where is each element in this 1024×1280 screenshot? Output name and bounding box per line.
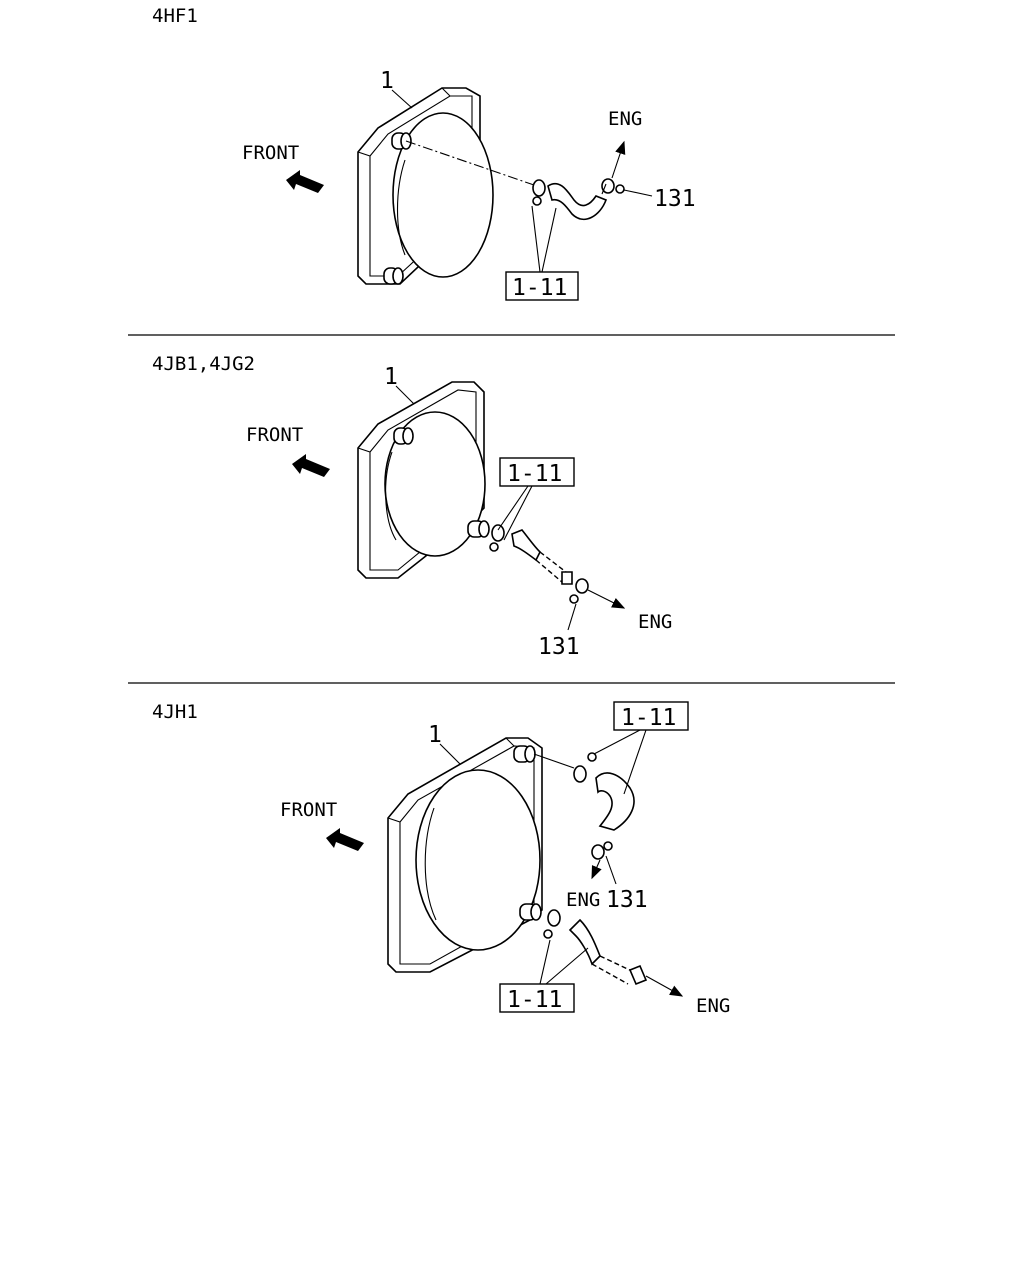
- front-label: FRONT: [280, 799, 337, 821]
- front-arrow-icon: [326, 828, 364, 851]
- eng-label: ENG: [696, 995, 730, 1017]
- part-number-label: 1-11: [507, 987, 562, 1013]
- eng-label: ENG: [638, 611, 672, 633]
- part-number-label: 131: [538, 634, 580, 660]
- section-4jb1-4jg2: 4JB1,4JG2 1 FRONT 1-11: [152, 353, 672, 660]
- hose-assembly: [489, 524, 589, 604]
- radiator-shroud: [387, 737, 543, 973]
- part-number-label: 1-11: [507, 461, 562, 487]
- front-label: FRONT: [242, 142, 299, 164]
- model-label: 4JH1: [152, 701, 198, 723]
- hose-assembly: [532, 178, 625, 220]
- section-4jh1: 4JH1 1 FRONT 1-11: [152, 701, 730, 1017]
- radiator-shroud: [357, 87, 494, 285]
- eng-arrow-icon: [611, 140, 626, 179]
- part-number-label: 1: [380, 68, 394, 94]
- part-number-label: 131: [654, 186, 696, 212]
- part-callout-box: [499, 457, 575, 487]
- part-callout-box: [499, 983, 575, 1013]
- part-number-label: 1-11: [512, 275, 567, 301]
- part-callout-box: [613, 701, 689, 731]
- eng-label: ENG: [566, 889, 600, 911]
- part-number-label: 131: [606, 887, 648, 913]
- part-number-label: 1: [384, 364, 398, 390]
- eng-arrow-icon: [587, 589, 626, 609]
- eng-label: ENG: [608, 108, 642, 130]
- part-number-label: 1-11: [621, 705, 676, 731]
- part-number-label: 1: [428, 722, 442, 748]
- eng-arrow-icon: [645, 975, 684, 997]
- model-label: 4JB1,4JG2: [152, 353, 255, 375]
- section-4hf1: 4HF1 1 FRONT: [152, 5, 696, 301]
- front-arrow-icon: [292, 454, 330, 477]
- eng-arrow-icon: [591, 859, 602, 880]
- hose-assembly-upper: [573, 752, 635, 860]
- model-label: 4HF1: [152, 5, 198, 27]
- front-arrow-icon: [286, 170, 324, 193]
- front-label: FRONT: [246, 424, 303, 446]
- radiator-shroud: [357, 381, 490, 579]
- hose-assembly-lower: [543, 909, 648, 986]
